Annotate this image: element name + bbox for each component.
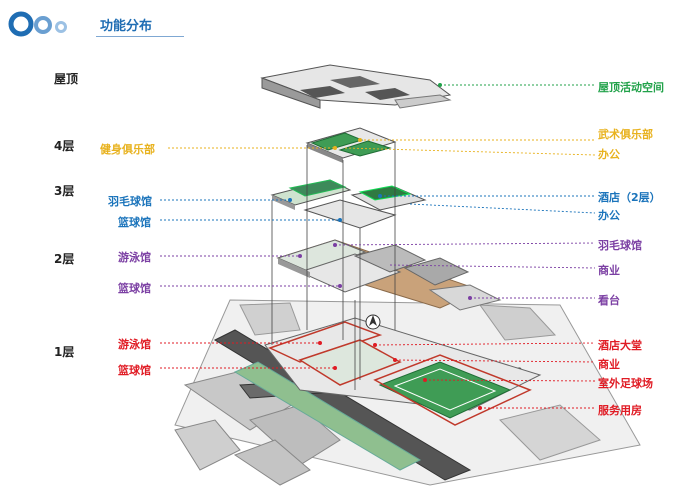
- projection-lines: [271, 142, 396, 390]
- title-underline: [96, 36, 184, 37]
- level-3f: 3层: [54, 184, 75, 198]
- label-basketball-1f: 篮球馆: [118, 364, 151, 377]
- circles-logo-icon: [8, 11, 67, 37]
- level-1f: 1层: [54, 345, 75, 359]
- floor-2: [276, 239, 502, 311]
- label-commerce-2f: 商业: [598, 264, 620, 277]
- leader-lines: [160, 84, 596, 409]
- label-stands: 看台: [598, 294, 620, 307]
- marker-dots: [288, 83, 482, 410]
- site-plan: [174, 299, 641, 486]
- football-field: [378, 361, 512, 419]
- label-martial-club: 武术俱乐部: [598, 128, 653, 141]
- label-hotel-lobby: 酒店大堂: [598, 339, 642, 352]
- level-4f: 4层: [54, 139, 75, 153]
- label-office-3f: 办公: [598, 209, 620, 222]
- green-strip: [233, 361, 422, 471]
- page-title: 功能分布: [100, 19, 153, 34]
- label-fitness-club: 健身俱乐部: [100, 143, 155, 156]
- label-badminton-2f: 羽毛球馆: [598, 239, 642, 252]
- label-hotel: 酒店（2层）: [598, 191, 661, 204]
- label-basketball-2f: 篮球馆: [118, 282, 151, 295]
- label-swimming-2f: 游泳馆: [118, 251, 151, 264]
- label-service-rooms: 服务用房: [598, 404, 642, 417]
- label-swimming-1f: 游泳馆: [118, 338, 151, 351]
- label-badminton-3f: 羽毛球馆: [108, 195, 152, 208]
- label-basketball-3f: 篮球馆: [118, 216, 151, 229]
- floor-3: [270, 179, 427, 229]
- header-logo: [8, 10, 78, 38]
- roof: [260, 64, 452, 109]
- label-commerce-1f: 商业: [598, 358, 620, 371]
- level-2f: 2层: [54, 252, 75, 266]
- label-office-4f: 办公: [598, 148, 620, 161]
- label-outdoor-football: 室外足球场: [598, 377, 653, 390]
- label-roof-activity: 屋顶活动空间: [598, 81, 664, 94]
- level-roof: 屋顶: [54, 72, 79, 86]
- floor-4: [305, 127, 397, 163]
